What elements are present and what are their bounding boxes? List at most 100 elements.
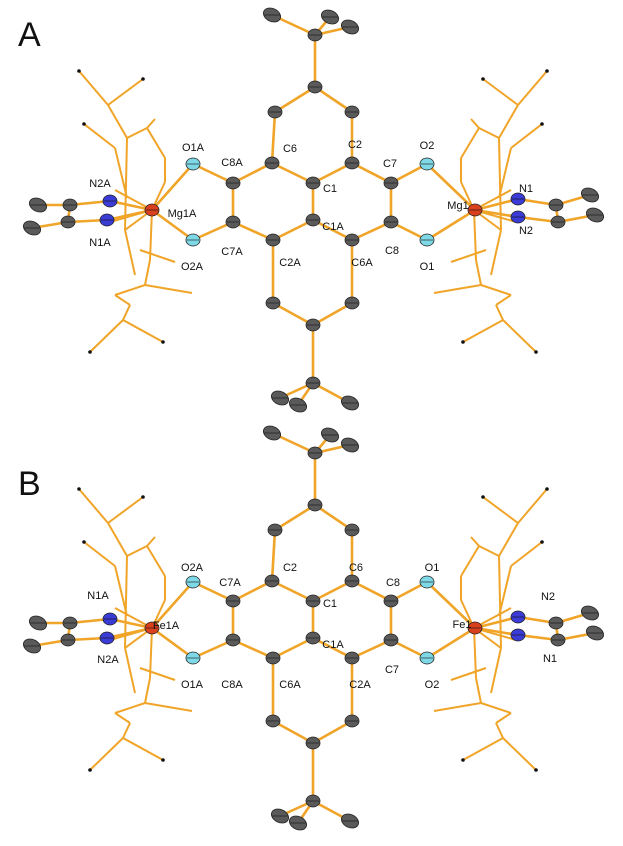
atom-label-n1: N1 bbox=[519, 183, 533, 195]
atom-label-c1: C1 bbox=[323, 598, 337, 610]
bond bbox=[517, 488, 548, 524]
atom-label-o1a: O1A bbox=[182, 142, 205, 154]
bond bbox=[490, 229, 502, 276]
bond bbox=[114, 284, 146, 296]
bond bbox=[475, 259, 482, 286]
hydrogen-end bbox=[161, 758, 165, 762]
atom-label-mg1a: Mg1A bbox=[168, 208, 197, 220]
bond bbox=[495, 304, 504, 321]
atom-label-c2: C2 bbox=[283, 562, 297, 574]
hydrogen-end bbox=[82, 540, 86, 544]
bond bbox=[510, 541, 543, 567]
atom-label-mg1: Mg1 bbox=[447, 200, 468, 212]
bond bbox=[450, 667, 487, 681]
atom-label-n2: N2 bbox=[541, 591, 555, 603]
bond bbox=[146, 118, 156, 129]
panel-a-label: A bbox=[18, 16, 41, 54]
atom-label-n1a: N1A bbox=[87, 590, 109, 602]
bond bbox=[312, 218, 353, 242]
bond bbox=[274, 85, 316, 114]
bond bbox=[89, 737, 124, 771]
bond bbox=[274, 503, 316, 532]
bond bbox=[351, 161, 392, 185]
atom-label-o2a: O2A bbox=[181, 562, 204, 574]
hydrogen-end bbox=[481, 495, 485, 499]
atom-label-c2a: C2A bbox=[279, 257, 301, 269]
bond bbox=[107, 522, 128, 557]
atom-label-c7a: C7A bbox=[221, 246, 243, 258]
bond bbox=[433, 702, 482, 712]
bond bbox=[474, 197, 519, 212]
bond bbox=[473, 209, 477, 261]
bond bbox=[351, 579, 392, 603]
atom-label-c1a: C1A bbox=[322, 221, 344, 233]
bond bbox=[271, 161, 314, 185]
bond bbox=[139, 249, 176, 263]
bond bbox=[151, 581, 194, 629]
bond bbox=[462, 319, 504, 343]
bond bbox=[107, 496, 144, 524]
bond bbox=[495, 712, 512, 724]
bond bbox=[126, 545, 148, 557]
hydrogen-end bbox=[545, 69, 549, 73]
bond bbox=[144, 259, 151, 286]
bond bbox=[149, 627, 153, 679]
bond bbox=[192, 220, 234, 242]
hydrogen-end bbox=[77, 487, 81, 491]
bond bbox=[146, 545, 166, 577]
bond bbox=[272, 636, 314, 660]
bond bbox=[192, 580, 234, 603]
atom-label-n2a: N2A bbox=[97, 654, 119, 666]
bond bbox=[114, 702, 146, 714]
atom-label-c8: C8 bbox=[386, 577, 400, 589]
atom-label-n1a: N1A bbox=[89, 237, 111, 249]
atom-label-o1: O1 bbox=[420, 261, 435, 273]
bond bbox=[426, 163, 476, 211]
bond bbox=[89, 319, 124, 353]
bond bbox=[272, 218, 314, 242]
bond bbox=[146, 127, 166, 159]
bond bbox=[433, 284, 482, 294]
bond bbox=[124, 555, 128, 649]
bond bbox=[470, 118, 480, 129]
hydrogen-end bbox=[461, 340, 465, 344]
bond bbox=[122, 722, 131, 739]
hydrogen-end bbox=[161, 340, 165, 344]
bond bbox=[151, 626, 194, 660]
hydrogen-end bbox=[77, 69, 81, 73]
bond bbox=[480, 702, 512, 714]
bond bbox=[482, 496, 519, 524]
hydrogen-end bbox=[141, 77, 145, 81]
bond bbox=[124, 137, 128, 231]
bond bbox=[314, 503, 353, 532]
bond bbox=[192, 162, 234, 185]
bond bbox=[510, 123, 543, 149]
atom-label-c6a: C6A bbox=[351, 257, 373, 269]
bond bbox=[232, 220, 274, 242]
hydrogen-end bbox=[88, 350, 92, 354]
hydrogen-end bbox=[88, 768, 92, 772]
atom-label-c8a: C8A bbox=[221, 679, 243, 691]
atom-label-o1a: O1A bbox=[181, 679, 204, 691]
panel-b-label: B bbox=[18, 465, 41, 503]
bond bbox=[498, 555, 502, 649]
bond bbox=[232, 579, 273, 603]
bond bbox=[272, 719, 314, 745]
atom-label-c1a: C1A bbox=[322, 639, 344, 651]
bond bbox=[144, 702, 193, 712]
bond bbox=[473, 627, 477, 679]
atom-label-o1: O1 bbox=[425, 562, 440, 574]
bond bbox=[478, 127, 500, 139]
bond bbox=[426, 581, 476, 629]
bond bbox=[460, 127, 480, 159]
bond bbox=[460, 545, 480, 577]
hydrogen-end bbox=[545, 487, 549, 491]
bond bbox=[232, 638, 274, 660]
atom-label-c7a: C7A bbox=[219, 577, 241, 589]
bond bbox=[78, 488, 109, 524]
atom-label-c2: C2 bbox=[348, 139, 362, 151]
bond bbox=[502, 737, 537, 771]
